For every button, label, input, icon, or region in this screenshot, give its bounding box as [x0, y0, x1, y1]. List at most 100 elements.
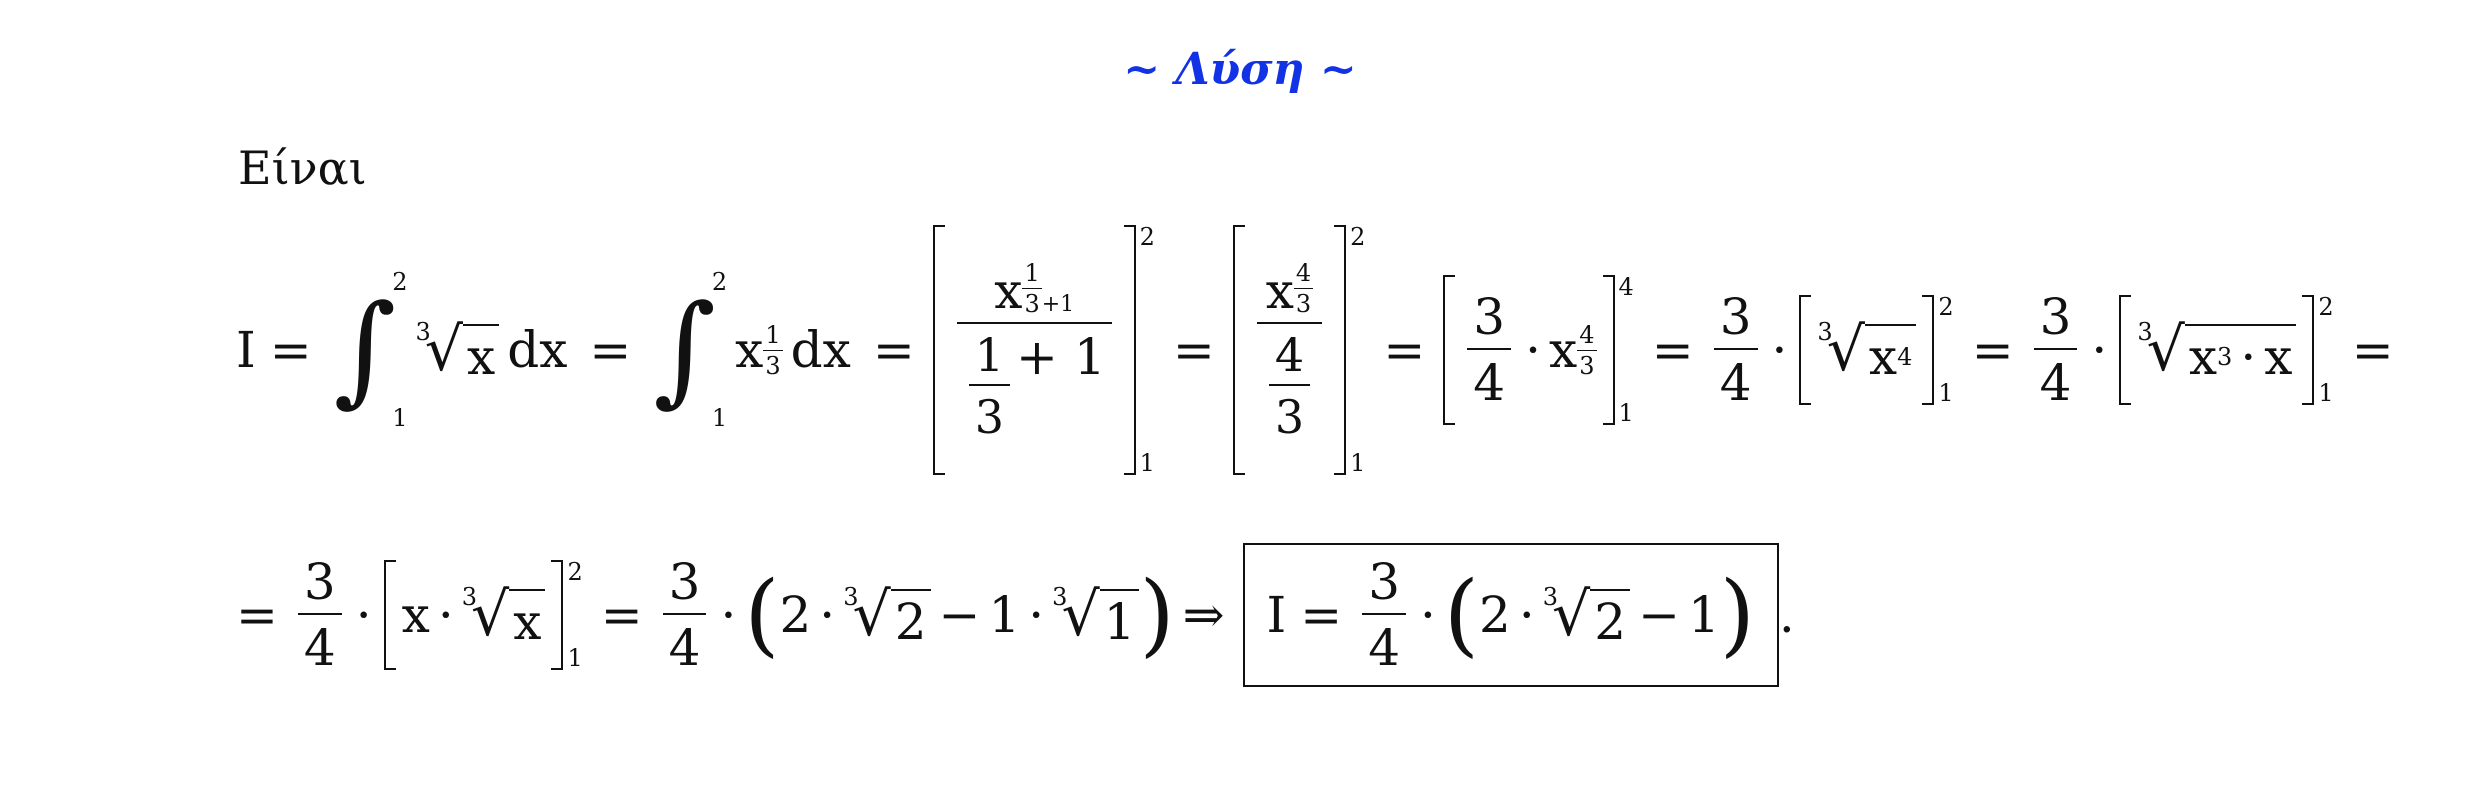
variable-I: I [1266, 586, 1287, 644]
exp-numerator: 1 [765, 320, 781, 349]
lower-limit: 1 [2318, 379, 2334, 407]
inner-fraction: 1 3 [968, 332, 1011, 440]
fraction: x 1 3 +1 1 3 + 1 [956, 258, 1112, 440]
right-bracket [1334, 225, 1347, 475]
radicand: 2 [1590, 589, 1631, 647]
left-bracket [932, 225, 945, 475]
left-bracket [2119, 295, 2132, 405]
integral-sign: ∫ [333, 280, 397, 419]
radical-sign: √ [471, 580, 510, 650]
radical-sign: √ [1061, 580, 1100, 650]
exp-numerator: 4 [1579, 320, 1595, 349]
root-index: 3 [415, 318, 431, 346]
exp-denominator: 3 [1577, 349, 1597, 380]
factor-x: x [2264, 328, 2293, 386]
left-bracket [1799, 295, 1812, 405]
radical-sign: √ [1552, 580, 1591, 650]
integral-limits: 2 1 [712, 270, 727, 430]
bracket-limits: 2 1 [1350, 225, 1365, 475]
left-bracket [383, 560, 396, 670]
upper-limit: 2 [1938, 293, 1954, 321]
equals-sign: = [872, 321, 915, 379]
root-index: 3 [1817, 318, 1833, 346]
lower-limit: 1 [1618, 399, 1634, 427]
radicand: 2 [890, 589, 931, 647]
minus-sign: − [1638, 586, 1680, 644]
radicand: x [463, 324, 500, 382]
lower-limit: 1 [392, 404, 408, 432]
lower-limit: 1 [1139, 449, 1155, 477]
equals-sign: = [1383, 321, 1426, 379]
constant-one: 1 [1687, 586, 1720, 644]
solution-title: ~ Λύση ~ [1123, 44, 1357, 95]
fraction-three-quarters: 3 4 [1713, 288, 1758, 408]
denominator: 3 [968, 383, 1011, 440]
numerator: 3 [1719, 288, 1752, 346]
bracket-limits: 2 1 [567, 560, 582, 670]
left-bracket [1232, 225, 1245, 475]
coefficient-two: 2 [779, 586, 812, 644]
numerator: 3 [1473, 288, 1506, 346]
minus-sign: − [938, 586, 981, 644]
dot-operator: · [1518, 586, 1535, 644]
root-index: 3 [843, 583, 859, 611]
lower-limit: 1 [1350, 449, 1366, 477]
evaluation-bracket-3: 3 4 · x 4 3 4 1 [1443, 275, 1634, 425]
bracket-limits: 4 1 [1619, 275, 1634, 425]
plus-one: + 1 [1016, 327, 1106, 386]
dot-operator: · [1525, 321, 1542, 379]
right-bracket [2302, 295, 2315, 405]
right-paren: ) [1719, 562, 1755, 667]
base-x: x [1549, 321, 1578, 379]
root-index: 3 [461, 583, 478, 611]
upper-limit: 2 [2318, 293, 2334, 321]
numerator: 3 [303, 553, 336, 611]
upper-limit: 2 [1350, 223, 1366, 251]
exponent: 4 [1897, 343, 1913, 371]
final-period: . [1778, 586, 1795, 644]
exp-denominator: 3 [1293, 287, 1314, 318]
equals-sign: = [600, 586, 643, 644]
parenthesized-difference: ( 2 · 3 √ 2 − 1 · 3 √ 1 ) [744, 570, 1174, 660]
upper-limit: 2 [711, 268, 728, 296]
dot-operator: · [437, 586, 454, 644]
equals-sign: = [269, 321, 312, 379]
base-x: x [735, 321, 764, 379]
root-index: 3 [2137, 318, 2153, 346]
equals-sign: = [1651, 321, 1694, 379]
radical-sign: √ [2146, 315, 2185, 385]
base-x: x [994, 261, 1023, 320]
differential: dx [507, 321, 568, 379]
exponent-fraction: 4 3 [1577, 320, 1597, 380]
cube-root-x: 3 √ x [462, 583, 546, 647]
numerator: 4 [1274, 327, 1305, 382]
denominator: 4 [1467, 348, 1512, 408]
boxed-final-result: I = 3 4 · ( 2 · 3 √ 2 − 1 ) [1242, 543, 1779, 687]
lower-limit: 1 [711, 404, 728, 432]
denominator: 4 [2033, 348, 2078, 408]
base-x: x [2188, 328, 2218, 386]
dot-operator: · [2240, 328, 2257, 386]
evaluation-bracket-6: x · 3 √ x 2 1 [383, 560, 583, 670]
radicand: 1 [1099, 589, 1140, 647]
evaluation-bracket-4: 3 √ x 4 2 1 [1799, 293, 1954, 405]
definite-integral-1: ∫ 2 1 [334, 270, 408, 430]
cube-root-two: 3 √ 2 [843, 583, 931, 647]
left-paren: ( [744, 562, 780, 667]
fraction-three-quarters: 3 4 [1467, 288, 1512, 408]
radical-sign: √ [1826, 315, 1865, 385]
cube-root-x-cubed-times-x: 3 √ x 3 · x [2137, 315, 2297, 386]
lower-limit: 1 [567, 644, 583, 672]
dot-operator: · [720, 586, 737, 644]
right-paren: ) [1139, 562, 1175, 667]
exp-numerator: 1 [1024, 258, 1040, 287]
numerator: 3 [1368, 553, 1400, 611]
variable-I: I [236, 321, 256, 379]
upper-limit: 4 [1618, 273, 1634, 301]
base-x: x [1868, 328, 1898, 386]
bracket-limits: 2 1 [1140, 225, 1155, 475]
equals-sign: = [589, 321, 632, 379]
intro-text: Είναι [238, 141, 367, 195]
integral-sign: ∫ [653, 280, 716, 419]
factor-x: x [401, 586, 430, 644]
